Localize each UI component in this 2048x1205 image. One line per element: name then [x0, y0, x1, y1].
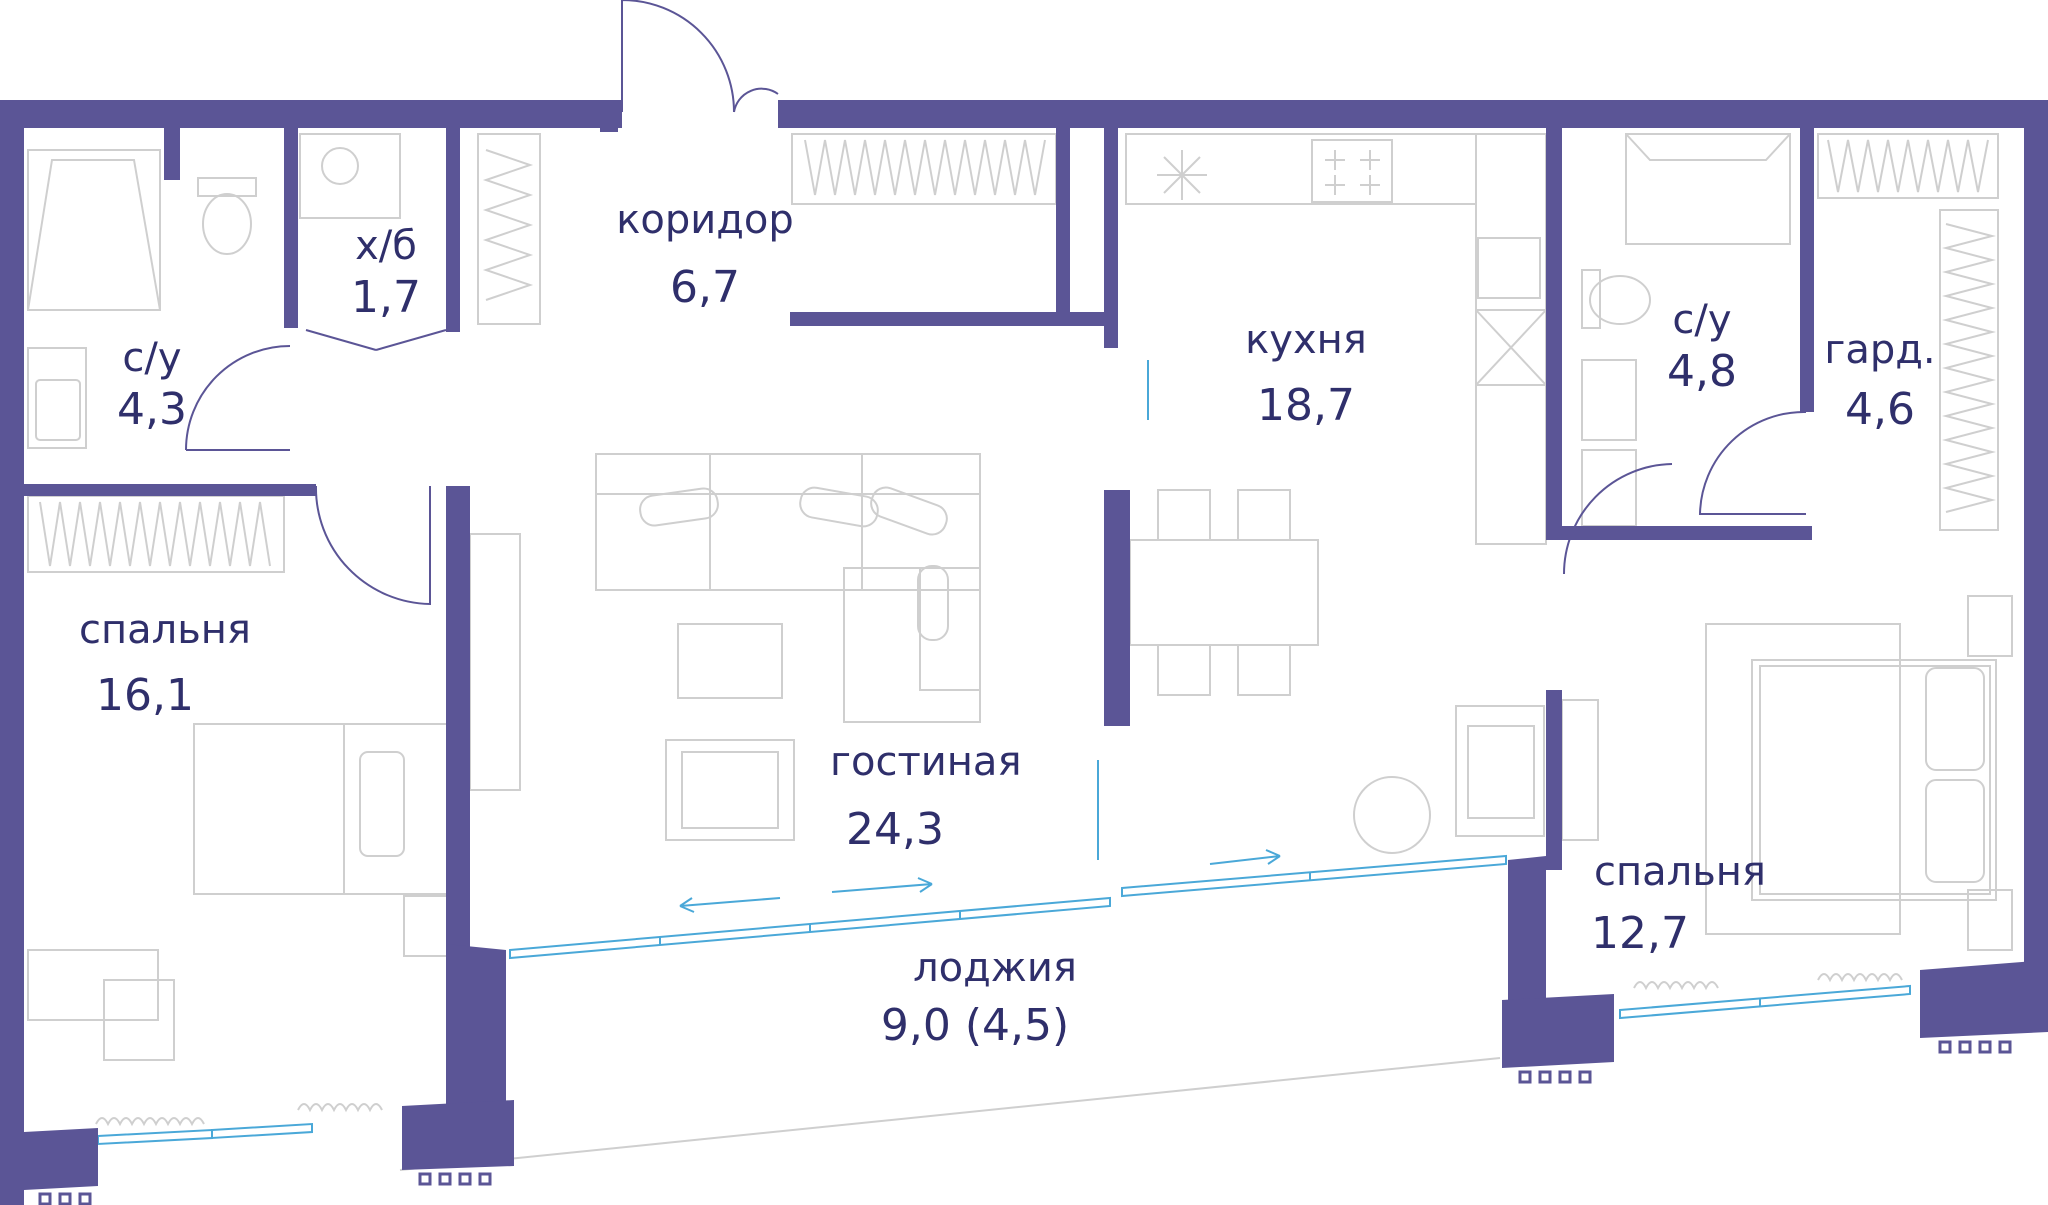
door-storage	[305, 329, 447, 351]
round-table-icon	[1353, 776, 1431, 854]
radiator3-icon	[1633, 981, 1719, 991]
desk-icon	[27, 949, 175, 1061]
nightstand2-icon	[1967, 595, 2013, 657]
room-name: кухня	[1245, 317, 1367, 363]
kitchen-counter-top	[1125, 133, 1477, 205]
room-area: 4,6	[1845, 384, 1915, 435]
room-name: гард.	[1824, 327, 1936, 373]
room-name: гостиная	[830, 739, 1022, 785]
bedroom1-wardrobe	[27, 495, 285, 573]
wall-studs	[38, 1040, 2012, 1205]
sink2-icon	[1581, 359, 1637, 527]
corridor-wardrobe-top	[791, 133, 1057, 205]
radiator4-icon	[1817, 973, 1903, 983]
loggia-glazing-right	[1121, 854, 1507, 898]
room-label-corridor: коридор 6,7	[580, 196, 830, 316]
room-name: с/у	[122, 335, 182, 381]
dishwasher-icon	[1475, 309, 1547, 386]
room-label-storage: х/б 1,7	[326, 222, 446, 326]
room-name: х/б	[355, 223, 417, 269]
window-bedroom2	[1619, 984, 1911, 1020]
room-label-bath2: с/у 4,8	[1650, 296, 1754, 400]
room-label-wardrobe: гард. 4,6	[1812, 326, 1948, 438]
coffee-table-icon	[677, 623, 783, 699]
room-area: 9,0 (4,5)	[880, 1000, 1070, 1051]
dining-table-icon	[1129, 489, 1319, 696]
window-bedroom1b	[211, 1122, 313, 1140]
room-area: 12,7	[1591, 908, 1689, 959]
walls	[0, 100, 2048, 1205]
nightstand-icon	[403, 895, 449, 957]
room-label-bedroom1: спальня 16,1	[70, 606, 260, 724]
sofa-icon	[595, 453, 981, 723]
wardrobe-closet	[1817, 133, 1999, 531]
bathtub-icon	[27, 149, 161, 311]
room-label-loggia: лоджия 9,0 (4,5)	[840, 944, 1110, 1054]
room-area: 24,3	[846, 804, 944, 855]
fridge-icon	[1157, 150, 1207, 200]
cooktop-icon	[1311, 139, 1393, 203]
door-bath2	[1698, 410, 1807, 515]
radiator-icon	[95, 1117, 205, 1127]
room-area: 4,8	[1667, 346, 1737, 397]
toilet2-icon	[1581, 269, 1651, 329]
door-bedroom1	[314, 485, 431, 606]
room-area: 16,1	[96, 670, 194, 721]
armchair-icon	[1455, 705, 1545, 837]
kitchen-sink-icon	[1477, 237, 1541, 299]
bed-icon	[193, 723, 449, 895]
room-label-bedroom2: спальня 12,7	[1580, 848, 1780, 962]
sliding-arrow-right	[831, 877, 933, 893]
shower-icon	[1625, 133, 1791, 245]
room-label-bath1: с/у 4,3	[100, 334, 204, 438]
room-name: спальня	[78, 607, 251, 653]
room-name: коридор	[616, 197, 794, 243]
sliding-arrow-left	[679, 897, 781, 913]
door-icon	[621, 0, 735, 113]
door-bedroom2	[1563, 463, 1673, 575]
door-entry-right	[733, 87, 779, 113]
tv-stand-icon	[469, 533, 521, 791]
kitchen-counter-side	[1475, 133, 1547, 545]
nightstand3-icon	[1967, 889, 2013, 951]
room-label-kitchen: кухня 18,7	[1206, 316, 1406, 434]
room-label-living: гостиная 24,3	[830, 738, 1022, 858]
room-area: 6,7	[670, 262, 740, 313]
sliding-arrow-kitchen	[1209, 849, 1281, 865]
toilet-icon	[197, 177, 257, 255]
room-area: 18,7	[1257, 380, 1355, 431]
room-name: спальня	[1593, 849, 1766, 895]
radiator2-icon	[297, 1103, 383, 1113]
room-name: с/у	[1672, 297, 1732, 343]
room-name: лоджия	[913, 945, 1077, 991]
room-area: 4,3	[117, 384, 187, 435]
loggia-glazing-left	[509, 896, 1111, 960]
door-layer	[185, 0, 1807, 606]
armchair-living-icon	[665, 739, 795, 841]
loggia-rail	[399, 1057, 1501, 1171]
room-area: 1,7	[351, 272, 421, 323]
furniture-layer	[27, 133, 2013, 1061]
tv-stand2-icon	[1561, 699, 1599, 841]
radiator-layer	[95, 973, 1903, 1127]
door-bath1	[185, 345, 291, 451]
sink-icon	[27, 347, 87, 449]
bed2-icon	[1705, 623, 1997, 935]
washing-machine-icon	[299, 133, 401, 219]
window-bedroom1	[97, 1128, 213, 1146]
corridor-wardrobe-left	[477, 133, 541, 325]
glazing-layer	[97, 360, 1911, 1146]
